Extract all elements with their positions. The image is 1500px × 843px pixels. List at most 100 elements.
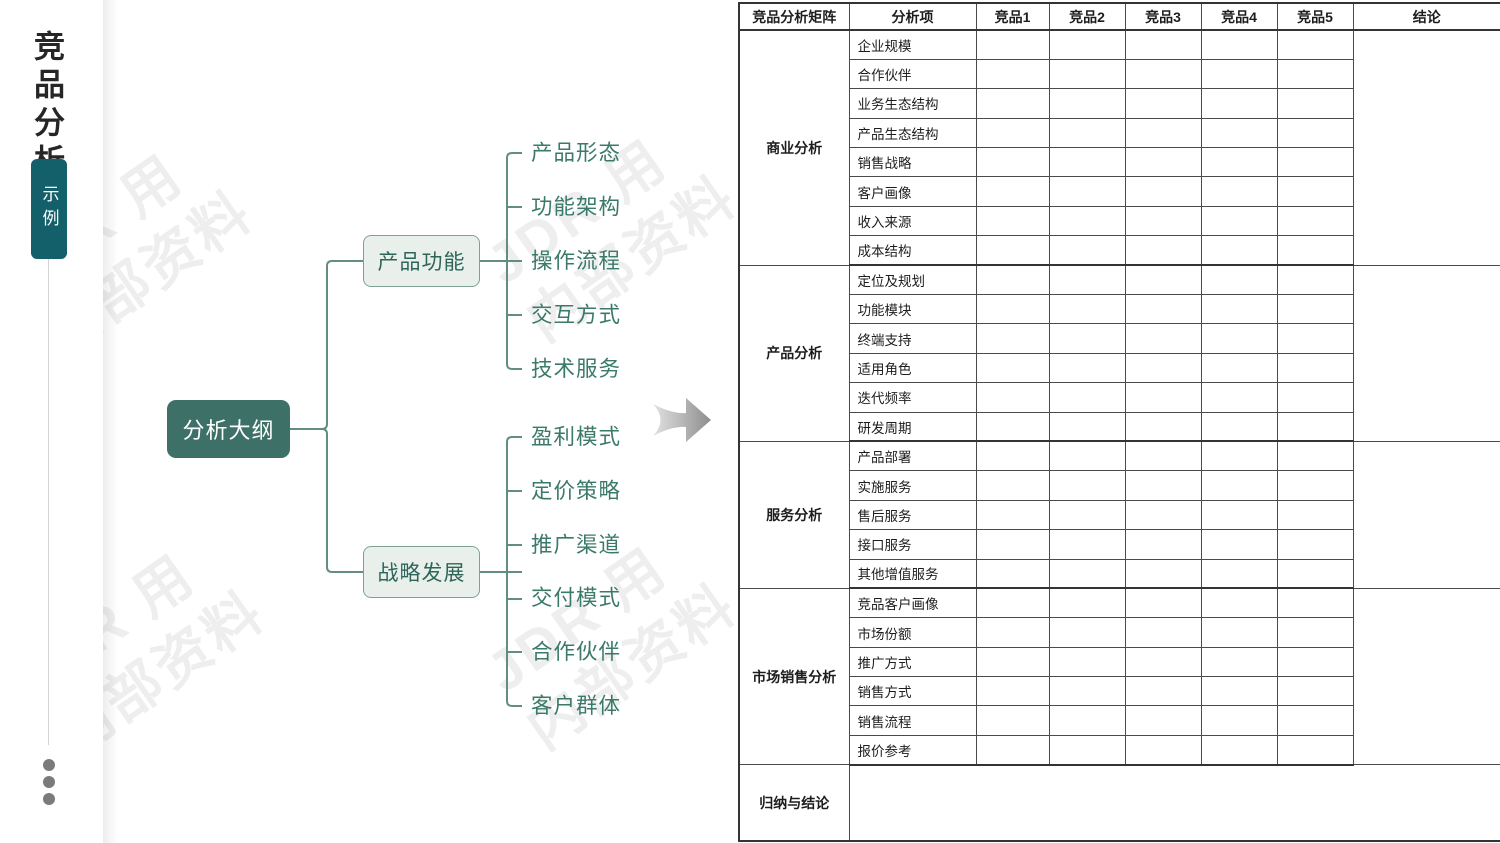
mindmap-leaf-label: 客户群体: [531, 694, 622, 718]
matrix-row: 市场销售分析竞品客户画像: [738, 587, 1500, 766]
matrix-empty-cell: [1048, 323, 1126, 354]
matrix-row: 成本结构: [739, 235, 1500, 267]
matrix-empty-cell: [1124, 646, 1202, 678]
matrix-empty-cell: [975, 440, 1050, 472]
matrix-empty-cell: [1276, 617, 1354, 648]
matrix-empty-cell: [1048, 176, 1126, 207]
page-title: 竞品分析: [29, 30, 64, 182]
matrix-row: 研发周期: [739, 411, 1500, 443]
matrix-empty-cell: [975, 323, 1050, 354]
matrix-empty-cell: [975, 264, 1050, 296]
matrix-empty-cell: [1124, 617, 1202, 648]
matrix-empty-cell: [975, 734, 1050, 766]
matrix-empty-cell: [1200, 411, 1278, 443]
sidebar-dot: [43, 776, 55, 788]
matrix-item-cell: 业务生态结构: [848, 88, 977, 119]
matrix-empty-cell: [1048, 734, 1126, 766]
matrix-empty-cell: [975, 382, 1050, 413]
matrix-empty-cell: [975, 294, 1050, 325]
matrix-empty-cell: [1124, 264, 1202, 296]
matrix-empty-cell: [1048, 558, 1126, 590]
matrix-item-cell: 企业规模: [848, 29, 977, 60]
matrix-empty-cell: [1048, 587, 1126, 619]
matrix-row: 业务生态结构: [739, 88, 1500, 119]
matrix-item-cell: 研发周期: [848, 411, 977, 443]
matrix-empty-cell: [1124, 147, 1202, 178]
matrix-empty-cell: [1200, 734, 1278, 766]
matrix-item-cell: 其他增值服务: [848, 558, 977, 590]
matrix-empty-cell: [975, 88, 1050, 119]
matrix-empty-cell: [1200, 705, 1278, 736]
example-badge-label: 示例: [39, 185, 59, 233]
matrix-item-cell: 产品生态结构: [848, 117, 977, 149]
matrix-empty-cell: [1048, 382, 1126, 413]
matrix-empty-cell: [1200, 294, 1278, 325]
matrix-conclusion-cell: [1352, 440, 1500, 589]
matrix-row: 实施服务: [739, 470, 1500, 501]
matrix-column-header: 竞品分析矩阵: [738, 2, 850, 31]
matrix-empty-cell: [1048, 205, 1126, 237]
matrix-empty-cell: [1276, 646, 1354, 678]
matrix-empty-cell: [1048, 529, 1126, 560]
mindmap-leaf-label: 推广渠道: [531, 532, 622, 557]
mindmap-leaf-label: 交互方式: [531, 303, 622, 327]
matrix-empty-cell: [1124, 529, 1202, 560]
matrix-empty-cell: [1200, 235, 1278, 267]
arrow-right-icon: [653, 398, 711, 442]
matrix-empty-cell: [1124, 235, 1202, 267]
matrix-empty-cell: [1200, 58, 1278, 90]
matrix-item-cell: 推广方式: [848, 646, 977, 678]
matrix-empty-cell: [1124, 117, 1202, 149]
matrix-item-cell: 定位及规划: [848, 264, 977, 296]
matrix-empty-cell: [975, 147, 1050, 178]
matrix-empty-cell: [1048, 29, 1126, 60]
matrix-empty-cell: [1276, 705, 1354, 736]
matrix-item-cell: 竞品客户画像: [848, 587, 977, 619]
left-sidebar: 竞品分析 示例: [0, 0, 103, 843]
matrix-empty-cell: [1200, 617, 1278, 648]
matrix-row: 终端支持: [739, 323, 1500, 354]
matrix-empty-cell: [1200, 176, 1278, 207]
matrix-category-cell: 市场销售分析: [738, 587, 850, 766]
matrix-item-cell: 适用角色: [848, 352, 977, 384]
matrix-empty-cell: [975, 499, 1050, 531]
matrix-item-cell: 报价参考: [848, 734, 977, 766]
matrix-row: 其他增值服务: [739, 558, 1500, 590]
matrix-empty-cell: [1048, 117, 1126, 149]
matrix-empty-cell: [1200, 29, 1278, 60]
matrix-column-header: 竞品4: [1200, 2, 1278, 31]
matrix-footer-row: 归纳与结论: [738, 764, 1500, 842]
matrix-empty-cell: [1124, 29, 1202, 60]
matrix-empty-cell: [1048, 147, 1126, 178]
matrix-empty-cell: [1048, 58, 1126, 90]
matrix-empty-cell: [1048, 705, 1126, 736]
matrix-empty-cell: [1048, 440, 1126, 472]
matrix-empty-cell: [1276, 470, 1354, 501]
matrix-row: 推广方式: [739, 646, 1500, 678]
matrix-row: 产品分析定位及规划: [738, 264, 1500, 442]
matrix-empty-cell: [975, 117, 1050, 149]
matrix-row: 适用角色: [739, 352, 1500, 384]
matrix-empty-cell: [1276, 734, 1354, 766]
matrix-body: 商业分析企业规模合作伙伴业务生态结构产品生态结构销售战略客户画像收入来源成本结构…: [738, 29, 1500, 842]
matrix-empty-cell: [1276, 147, 1354, 178]
matrix-item-cell: 产品部署: [848, 440, 977, 472]
matrix-empty-cell: [1048, 617, 1126, 648]
matrix-empty-cell: [1200, 117, 1278, 149]
matrix-empty-cell: [1276, 29, 1354, 60]
matrix-empty-cell: [1276, 205, 1354, 237]
matrix-empty-cell: [975, 705, 1050, 736]
matrix-empty-cell: [1276, 88, 1354, 119]
matrix-empty-cell: [1276, 382, 1354, 413]
matrix-empty-cell: [1124, 58, 1202, 90]
mindmap-leaf-label: 定价策略: [531, 478, 622, 503]
matrix-empty-cell: [975, 587, 1050, 619]
matrix-column-header: 分析项: [848, 2, 977, 31]
matrix-empty-cell: [1200, 499, 1278, 531]
sidebar-stem-line: [48, 259, 49, 745]
matrix-empty-cell: [1124, 411, 1202, 443]
matrix-empty-cell: [1124, 470, 1202, 501]
matrix-empty-cell: [975, 176, 1050, 207]
